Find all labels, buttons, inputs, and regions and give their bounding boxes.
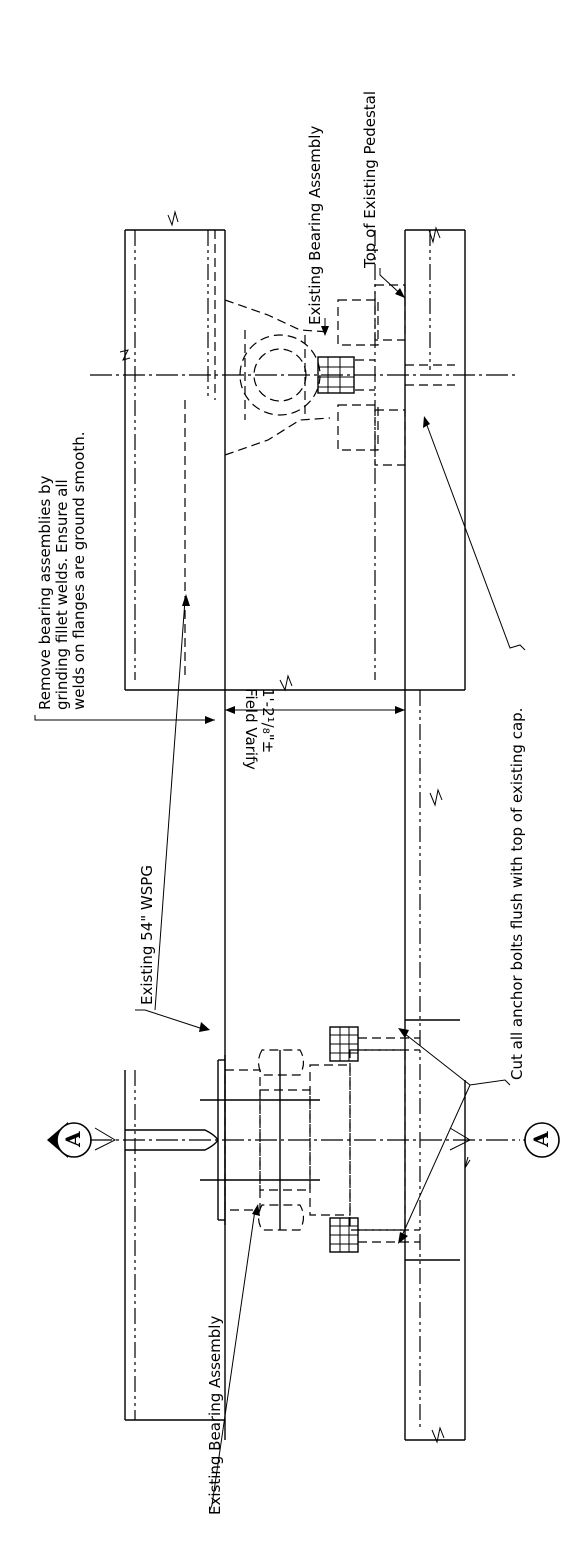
section-marker-right: A — [523, 1122, 560, 1158]
cut-anchor-bolts-note: Cut all anchor bolts flush with top of e… — [508, 708, 526, 1080]
remove-note-line1: Remove bearing assemblies by — [36, 475, 54, 710]
leader-lines — [34, 268, 526, 1511]
section-marker-left: A — [47, 1122, 92, 1158]
existing-girder-label: Existing 54" WSPG — [138, 865, 156, 1005]
field-dimension — [225, 706, 405, 714]
existing-bearing-assembly-label-left: Existing Bearing Assembly — [206, 1316, 224, 1515]
section-marker-right-letter: A — [529, 1131, 553, 1148]
remove-note-line2: grinding fillet welds. Ensure all — [53, 479, 71, 710]
existing-bearing-assembly-label-right: Existing Bearing Assembly — [306, 126, 324, 325]
remove-note-line3: welds on flanges are ground smooth. — [70, 431, 88, 710]
left-bearing-assembly — [125, 1019, 460, 1261]
section-marker-left-letter: A — [61, 1131, 85, 1148]
field-verify-label: Field Varify — [242, 688, 260, 770]
girder-and-cap-outline — [119, 210, 471, 1444]
right-bearing-assembly — [224, 284, 455, 466]
dimension-value: 1'-2¹/₈"± — [259, 688, 277, 753]
top-of-existing-pedestal-label: Top of Existing Pedestal — [361, 91, 379, 269]
remove-bearing-note: Remove bearing assemblies by grinding fi… — [36, 431, 88, 710]
centerlines — [90, 374, 520, 1151]
